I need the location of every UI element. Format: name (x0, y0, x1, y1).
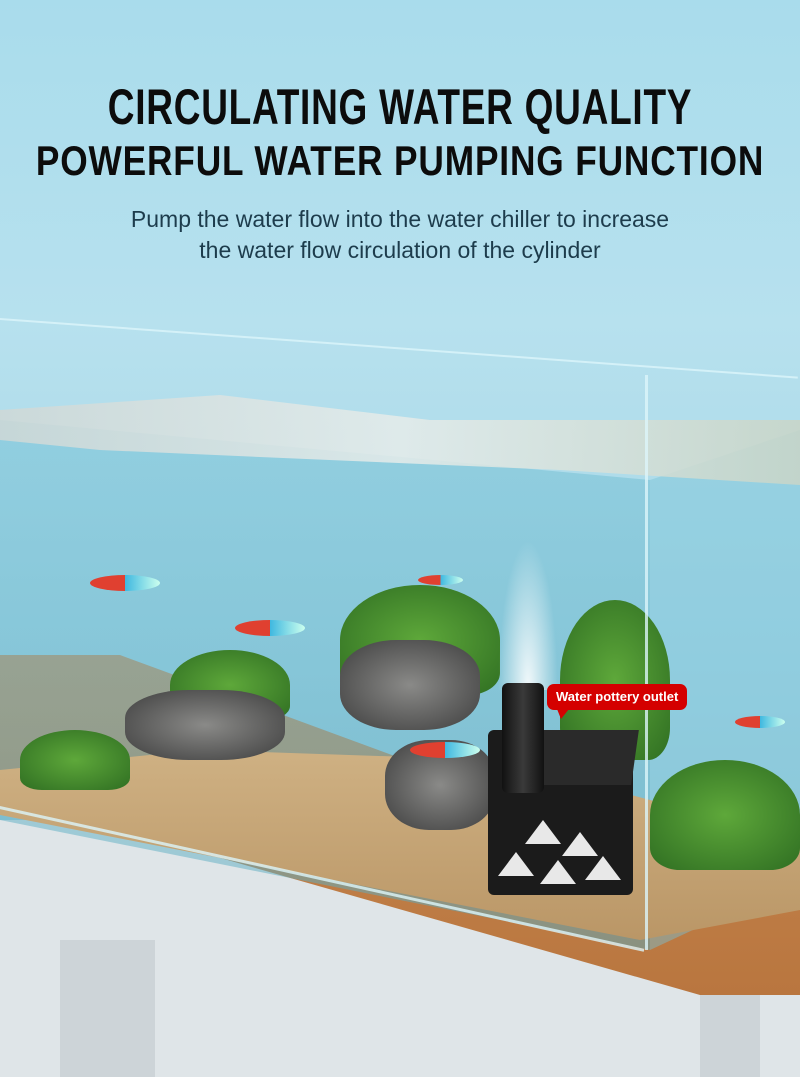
subtitle-line-2: the water flow circulation of the cylind… (199, 237, 601, 263)
fish (235, 620, 305, 636)
pump-outlet-nozzle (502, 683, 544, 793)
arrow-up-icon (562, 832, 598, 856)
glass-edge-top (0, 318, 798, 379)
arrow-up-icon (540, 860, 576, 884)
arrow-up-icon (585, 856, 621, 880)
fish (418, 575, 463, 585)
pump-top (536, 730, 639, 785)
callout-label: Water pottery outlet (547, 684, 688, 719)
plant (650, 760, 800, 870)
arrow-up-icon (525, 820, 561, 844)
arrow-up-icon (498, 852, 534, 876)
table-leg (60, 940, 155, 1077)
headline-line-1: CIRCULATING WATER QUALITY (107, 79, 693, 135)
rock (340, 640, 480, 730)
plant (20, 730, 130, 790)
headline-line-2: POWERFUL WATER PUMPING FUNCTION (35, 137, 765, 184)
glass-edge-right (645, 375, 648, 950)
fish (90, 575, 160, 591)
subtitle-line-1: Pump the water flow into the water chill… (130, 206, 670, 232)
fish (735, 716, 785, 728)
rock (125, 690, 285, 760)
water-bubbles (498, 540, 558, 690)
fish (410, 742, 480, 758)
